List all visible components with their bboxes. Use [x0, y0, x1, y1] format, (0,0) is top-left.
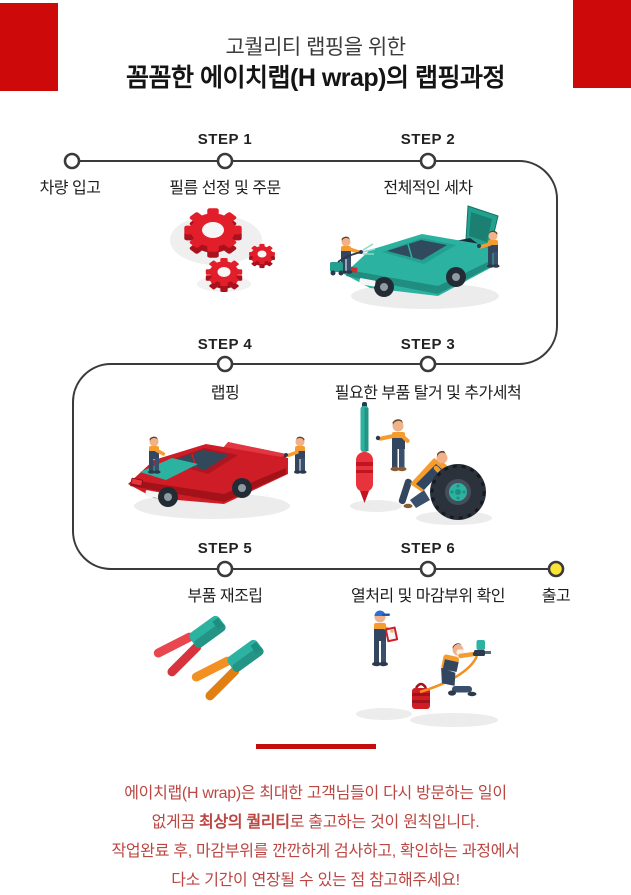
flow-node-end: [547, 560, 565, 578]
step5-caption: 부품 재조립: [187, 588, 263, 605]
giant-screwdriver: [356, 402, 373, 503]
flow-node-start: [63, 152, 81, 170]
worker-sprayer: [340, 236, 363, 274]
step3-label: STEP 3: [400, 336, 456, 353]
tool-red-handles: [153, 615, 226, 677]
worker-hood: [477, 230, 500, 268]
flow-path: [72, 160, 558, 570]
worker-front: [148, 436, 166, 474]
top-left-red-block: [0, 3, 58, 91]
pressure-washer: [330, 262, 344, 276]
flow-node-step2: [419, 152, 437, 170]
worker-rear: [284, 436, 307, 474]
heat-gun-inspection-icon: [356, 610, 498, 727]
step1-caption: 필름 선정 및 주문: [169, 180, 281, 197]
crimp-tools-icon: [153, 615, 264, 701]
worker-inspector: [372, 610, 399, 667]
worker-heat-gun: [419, 640, 491, 697]
footer-text: 에이치랩(H wrap)은 최대한 고객님들이 다시 방문하는 일이 없게끔 최…: [0, 779, 631, 895]
step6-label: STEP 6: [400, 540, 456, 557]
tire-removal-icon: [350, 402, 492, 525]
step5-label: STEP 5: [197, 540, 253, 557]
footer-line4: 다소 기간이 연장될 수 있는 점 참고해주세요!: [171, 872, 460, 889]
tool-orange-handles: [191, 639, 264, 701]
page-title: 꼼꼼한 에이치랩(H wrap)의 랩핑과정: [126, 64, 505, 92]
red-gears-icon: [170, 208, 275, 292]
footer-line2-bold: 최상의 퀄리티: [199, 814, 290, 831]
footer-line3: 작업완료 후, 마감부위를 깐깐하게 검사하고, 확인하는 과정에서: [111, 843, 520, 860]
compressor-tank: [412, 682, 430, 709]
title-line1: 고퀄리티 랩핑을 위한: [225, 36, 406, 59]
flow-node-step1: [216, 152, 234, 170]
footer-line2: 없게끔 최상의 퀄리티로 출고하는 것이 원칙입니다.: [151, 814, 480, 831]
step4-caption: 랩핑: [210, 385, 240, 402]
car-wrapping-icon: [128, 436, 307, 519]
tire: [430, 464, 486, 520]
step6-caption: 열처리 및 마감부위 확인: [350, 588, 506, 605]
car-wash-icon: [330, 205, 500, 309]
footer-divider: [255, 744, 376, 749]
step2-caption: 전체적인 세차: [383, 180, 473, 197]
start-caption: 차량 입고: [39, 180, 101, 197]
flow-node-step3: [419, 355, 437, 373]
flow-node-step6: [419, 560, 437, 578]
flow-node-step5: [216, 560, 234, 578]
flow-node-step4: [216, 355, 234, 373]
footer-line1: 에이치랩(H wrap)은 최대한 고객님들이 다시 방문하는 일이: [124, 785, 507, 802]
worker-standing: [375, 419, 410, 472]
step4-label: STEP 4: [197, 336, 253, 353]
step2-label: STEP 2: [400, 131, 456, 148]
step1-label: STEP 1: [197, 131, 253, 148]
step3-caption: 필요한 부품 탈거 및 추가세척: [334, 385, 522, 402]
end-caption: 출고: [541, 588, 571, 605]
top-right-red-block: [573, 0, 631, 88]
